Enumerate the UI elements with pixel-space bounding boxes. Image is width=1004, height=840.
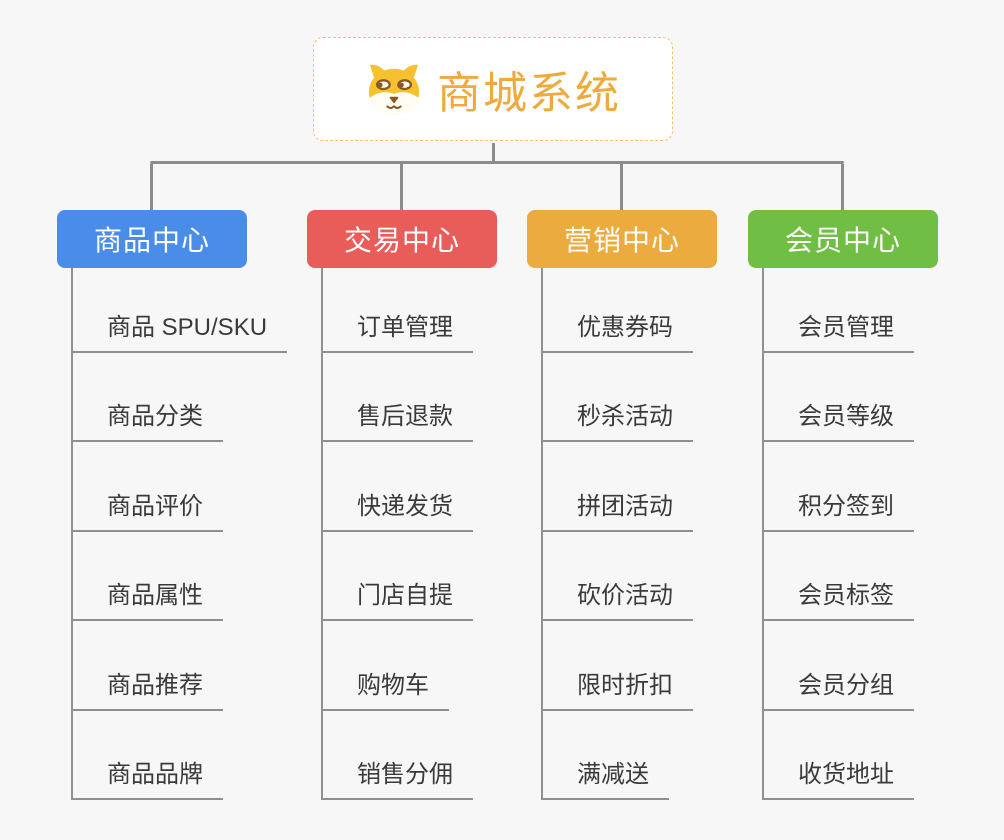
child-node[interactable]: 会员标签 — [764, 532, 914, 622]
connector-drop-trade-center — [400, 164, 403, 210]
branch-box-marketing-center[interactable]: 营销中心 — [527, 210, 717, 268]
child-node[interactable]: 商品评价 — [73, 442, 223, 532]
connector-drop-product-center — [150, 164, 153, 210]
child-node[interactable]: 商品推荐 — [73, 621, 223, 711]
child-node[interactable]: 商品 SPU/SKU — [73, 268, 288, 353]
child-node[interactable]: 购物车 — [323, 621, 449, 711]
child-node[interactable]: 售后退款 — [323, 353, 473, 443]
child-node[interactable]: 销售分佣 — [323, 711, 473, 800]
branch-box-product-center[interactable]: 商品中心 — [57, 210, 247, 268]
children-member-center: 会员管理 会员等级 积分签到 会员标签 会员分组 收货地址 — [762, 268, 914, 800]
child-node[interactable]: 优惠券码 — [543, 268, 693, 353]
child-node[interactable]: 砍价活动 — [543, 532, 693, 622]
child-node[interactable]: 秒杀活动 — [543, 353, 693, 443]
child-node[interactable]: 积分签到 — [764, 442, 914, 532]
dog-face-icon — [365, 62, 423, 116]
child-node[interactable]: 商品分类 — [73, 353, 223, 443]
children-trade-center: 订单管理 售后退款 快递发货 门店自提 购物车 销售分佣 — [321, 268, 473, 800]
children-product-center: 商品 SPU/SKU 商品分类 商品评价 商品属性 商品推荐 商品品牌 — [71, 268, 288, 800]
child-node[interactable]: 快递发货 — [323, 442, 473, 532]
child-node[interactable]: 商品属性 — [73, 532, 223, 622]
branch-box-trade-center[interactable]: 交易中心 — [307, 210, 497, 268]
child-node[interactable]: 会员等级 — [764, 353, 914, 443]
child-node[interactable]: 会员管理 — [764, 268, 914, 353]
child-node[interactable]: 限时折扣 — [543, 621, 693, 711]
child-node[interactable]: 收货地址 — [764, 711, 914, 800]
child-node[interactable]: 满减送 — [543, 711, 669, 800]
child-node[interactable]: 商品品牌 — [73, 711, 223, 800]
connector-drop-marketing-center — [620, 164, 623, 210]
connector-bus — [150, 161, 844, 164]
root-connector-stub — [492, 143, 495, 164]
child-node[interactable]: 拼团活动 — [543, 442, 693, 532]
root-node[interactable]: 商城系统 — [313, 37, 673, 141]
root-title: 商城系统 — [437, 69, 621, 118]
child-node[interactable]: 门店自提 — [323, 532, 473, 622]
children-marketing-center: 优惠券码 秒杀活动 拼团活动 砍价活动 限时折扣 满减送 — [541, 268, 693, 800]
branch-box-member-center[interactable]: 会员中心 — [748, 210, 938, 268]
connector-drop-member-center — [841, 164, 844, 210]
child-node[interactable]: 订单管理 — [323, 268, 473, 353]
child-node[interactable]: 会员分组 — [764, 621, 914, 711]
